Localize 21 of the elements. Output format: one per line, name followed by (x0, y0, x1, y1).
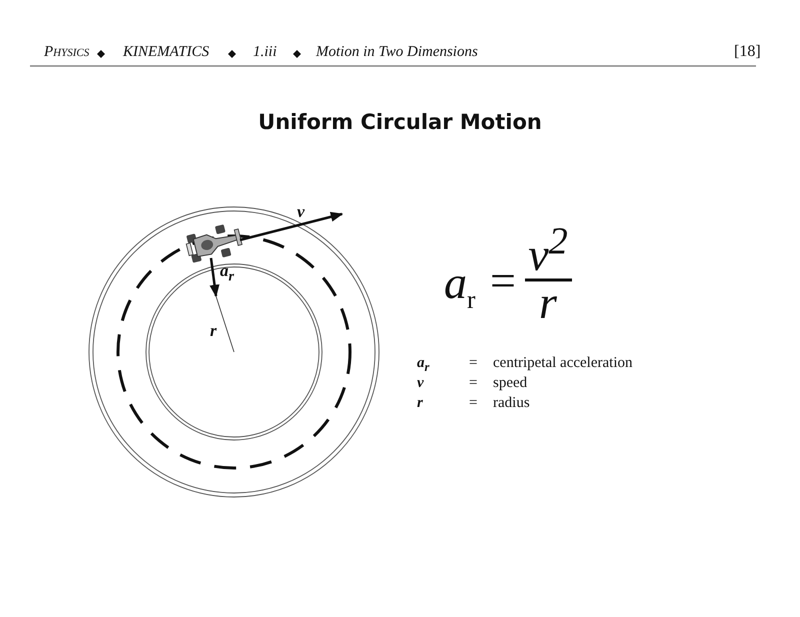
header-chapter: KINEMATICS (123, 45, 210, 60)
definition-text: speed (493, 376, 528, 391)
page-number: [18] (734, 44, 761, 60)
equation-sign: = (490, 258, 516, 304)
header-subject: Physics (44, 45, 90, 60)
vector-label: a$_{r}$ (220, 262, 234, 279)
header-section: 1.iii (253, 45, 277, 60)
definition-text: centripetal acceleration (493, 356, 632, 371)
symbol-label: a$_{r}$ (417, 356, 430, 371)
symbol-label: v (417, 376, 424, 391)
vector-label: v (297, 203, 305, 220)
equals-sign: = (469, 376, 478, 391)
radius-label: r (210, 322, 217, 339)
equals-sign: = (469, 356, 478, 371)
header-topic: Motion in Two Dimensions (316, 45, 478, 60)
definition-text: radius (493, 396, 530, 411)
page-title: Uniform Circular Motion (257, 110, 543, 134)
equation-term: r (538, 280, 558, 326)
equation-term: a$_{r}$ (444, 260, 476, 306)
symbol-label: r (417, 396, 423, 411)
equals-sign: = (469, 396, 478, 411)
